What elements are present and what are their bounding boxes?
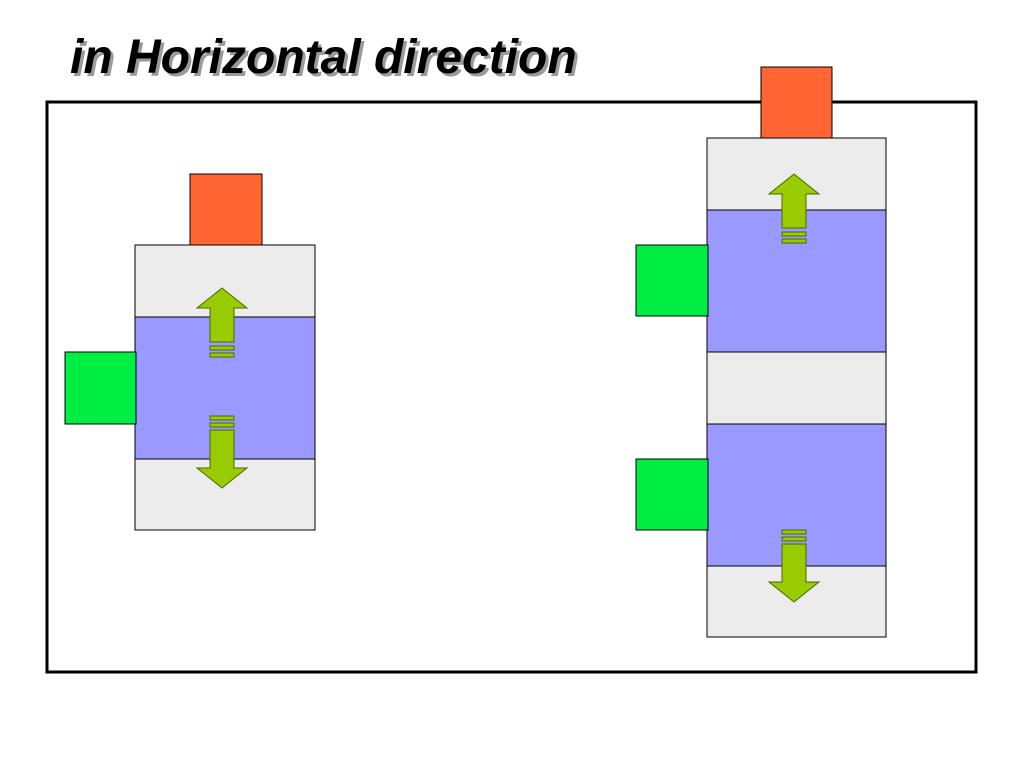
right-assembly bbox=[635, 66, 887, 638]
right-lower-green-block bbox=[635, 458, 709, 531]
arrow-up-icon bbox=[767, 173, 821, 244]
left-assembly bbox=[64, 173, 316, 531]
right-lower-blue-block bbox=[706, 423, 887, 567]
right-upper-green-block bbox=[635, 244, 709, 317]
arrow-down-icon bbox=[195, 415, 249, 489]
right-orange-block bbox=[760, 66, 833, 139]
arrow-up-icon bbox=[195, 287, 249, 358]
arrow-down-icon bbox=[767, 529, 821, 603]
right-upper-blue-block bbox=[706, 209, 887, 353]
left-green-block bbox=[64, 351, 137, 425]
slide-title: in Horizontal direction bbox=[70, 31, 577, 84]
left-orange-block bbox=[189, 173, 263, 246]
